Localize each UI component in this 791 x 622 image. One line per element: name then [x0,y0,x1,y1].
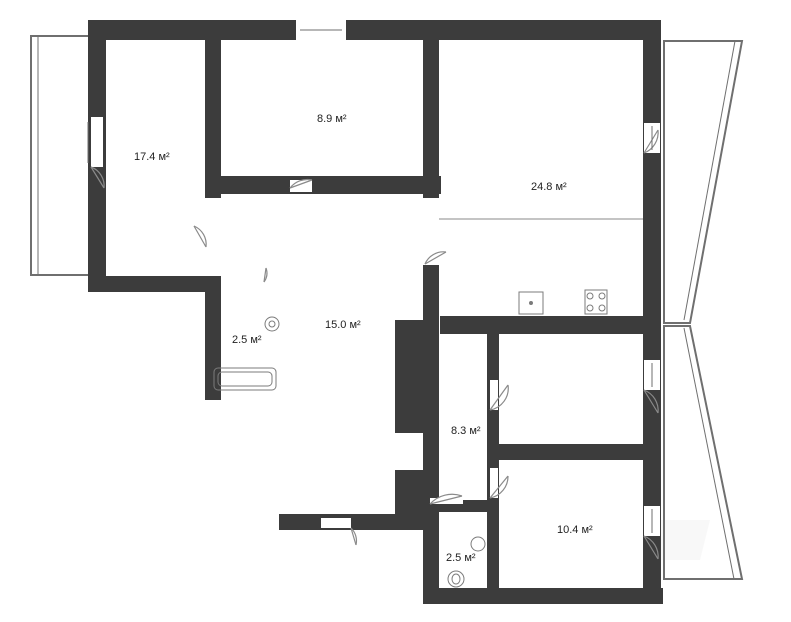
room-label-15-0: 15.0 м² [325,319,361,331]
bathtub-icon [213,367,277,391]
balcony-right-top [663,40,744,324]
room-labels: 17.4 м² 8.9 м² 24.8 м² 15.0 м² 2.5 м² 8.… [134,113,593,564]
room-label-2-5-first: 2.5 м² [232,334,262,346]
room-label-8-3: 8.3 м² [451,425,481,437]
room-label-17-4: 17.4 м² [134,151,170,163]
room-label-2-5-second: 2.5 м² [446,552,476,564]
stove-icon [584,289,608,315]
balcony-right-bottom [663,325,744,580]
window-marks [87,29,653,533]
door-symbols [90,129,659,560]
inner-walls [205,38,661,601]
floor-fills [106,40,643,588]
room-label-10-4: 10.4 м² [557,524,593,536]
sink-icon [470,536,486,552]
sink-icon [264,316,280,332]
room-label-8-9: 8.9 м² [317,113,347,125]
kitchen-sink-icon [518,291,544,315]
balcony-left [30,35,90,276]
toilet-icon [447,570,465,588]
room-label-24-8: 24.8 м² [531,181,567,193]
fixtures [213,289,608,588]
